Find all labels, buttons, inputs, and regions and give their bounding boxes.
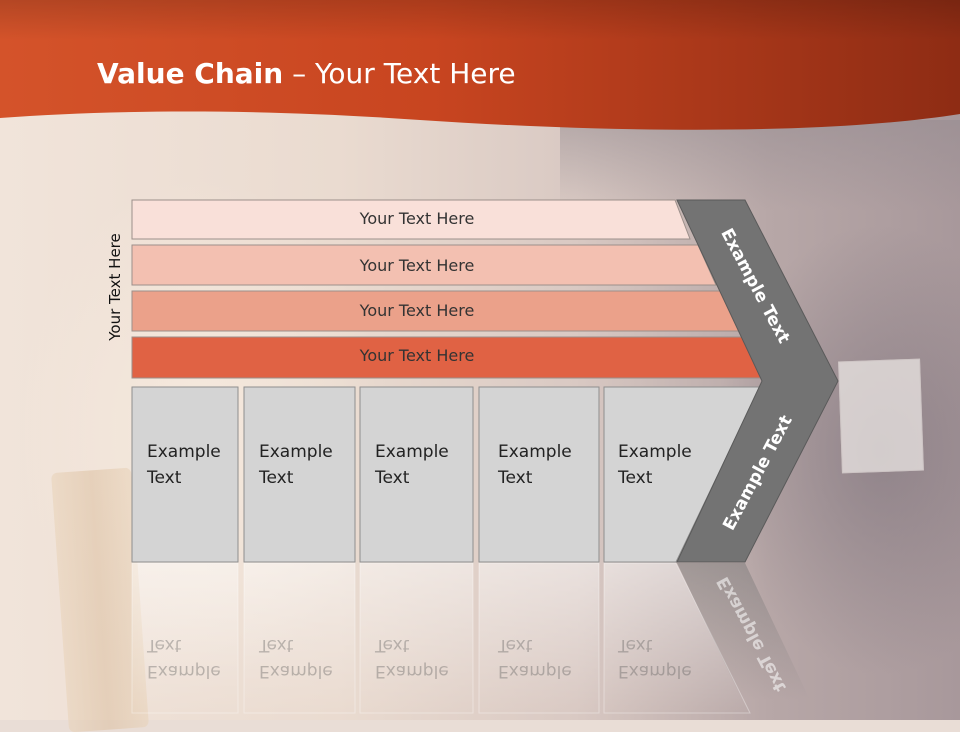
bar-3-label: Your Text Here	[359, 301, 475, 320]
boxes-reflection	[131, 562, 751, 714]
activity-box-1[interactable]	[131, 386, 239, 563]
activity-box-1-line1: Example	[147, 442, 221, 462]
bar-1-label: Your Text Here	[359, 209, 475, 228]
side-label-text: Your Text Here	[106, 233, 124, 341]
activity-box-2[interactable]	[243, 386, 356, 563]
bar-1[interactable]	[131, 199, 691, 240]
activity-box-4[interactable]	[478, 386, 600, 563]
activity-box-5-line2: Text	[618, 468, 653, 488]
activity-box-1-line2: Text	[147, 468, 182, 488]
bar-4-label: Your Text Here	[359, 346, 475, 365]
activity-box-4-line1: Example	[498, 442, 572, 462]
slide-title: Value Chain – Your Text Here	[97, 54, 516, 94]
margin-chevron-arrow[interactable]	[676, 199, 839, 563]
activity-box-3-line1: Example	[375, 442, 449, 462]
background-shelf	[560, 120, 960, 210]
activity-box-2-line1: Example	[259, 442, 333, 462]
margin-chevron-reflection	[677, 563, 810, 700]
title-rest: – Your Text Here	[283, 57, 516, 90]
activity-box-5[interactable]	[603, 386, 761, 563]
activity-box-3-line2: Text	[375, 468, 410, 488]
header-banner	[0, 0, 960, 130]
activity-box-5-line1: Example	[618, 442, 692, 462]
bar-2[interactable]	[131, 244, 717, 286]
title-bold: Value Chain	[97, 57, 284, 90]
activity-box-2-line2: Text	[259, 468, 294, 488]
activity-box-4-line2: Text	[498, 468, 533, 488]
activity-box-3[interactable]	[359, 386, 474, 563]
bar-2-label: Your Text Here	[359, 256, 475, 275]
